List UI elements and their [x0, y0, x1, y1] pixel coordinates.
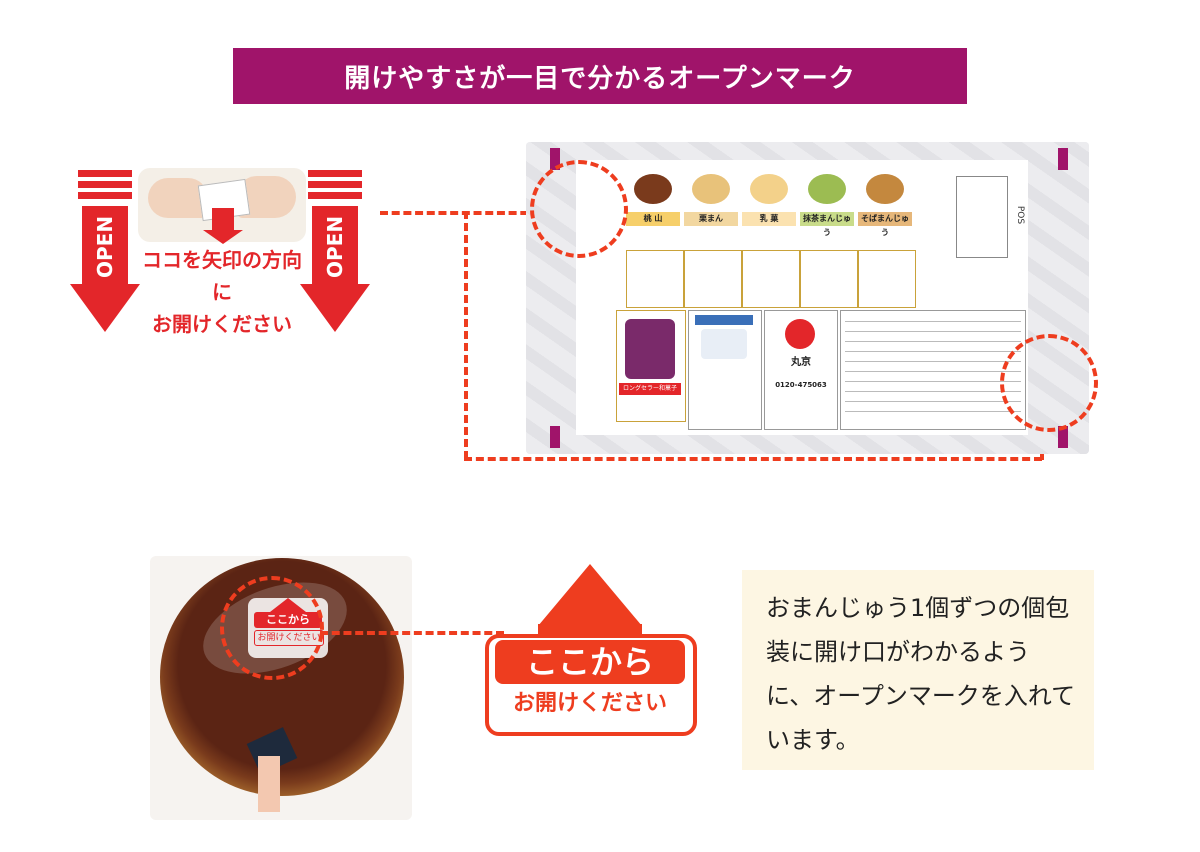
connector-line — [380, 211, 540, 215]
ingredients-panel — [840, 310, 1026, 430]
open-mark-highlight — [1000, 334, 1098, 432]
brand-name: 丸京 — [791, 357, 811, 368]
banner-title: 開けやすさが一目で分かるオープンマーク — [344, 63, 856, 94]
brand-phone: 0120-475063 — [775, 381, 827, 389]
open-arrow-left: OPEN — [70, 170, 140, 332]
hands-opening-illustration — [138, 168, 306, 244]
open-mark-highlight — [220, 576, 324, 680]
package-note-panel — [688, 310, 762, 430]
open-arrow-label: OPEN — [93, 215, 117, 279]
nutrition-table — [742, 250, 800, 308]
bun-icon — [692, 174, 730, 204]
variety-label: 乳 菓 — [742, 212, 796, 226]
bun-icon — [634, 174, 672, 204]
brand-panel: 丸京 0120-475063 — [764, 310, 838, 430]
description-box: おまんじゅう1個ずつの個包装に開け口がわかるように、オープンマークを入れています… — [742, 570, 1094, 770]
sticker-title: ここから — [495, 640, 685, 684]
pos-label: POS — [1015, 205, 1026, 225]
open-instruction-text: ココを矢印の方向に お開けください — [134, 244, 310, 336]
product-emblem-panel: ロングセラー和菓子 — [616, 310, 686, 422]
open-mark-sticker-enlarged: ここから お開けください — [485, 564, 697, 736]
connector-line — [464, 211, 468, 459]
nutrition-table — [684, 250, 742, 308]
open-arrow-label: OPEN — [323, 215, 347, 279]
package-back-image: 桃 山 栗まん 乳 菓 抹茶まんじゅう そばまんじゅう POS ロングセラー和菓… — [526, 142, 1089, 454]
nutrition-table — [626, 250, 684, 308]
connector-line — [464, 457, 1042, 461]
connector-line — [320, 631, 504, 635]
instruction-line1: ココを矢印の方向に — [142, 248, 302, 304]
bun-icon — [808, 174, 846, 204]
variety-label: 栗まん — [684, 212, 738, 226]
open-arrow-right: OPEN — [300, 170, 370, 332]
tear-tape — [258, 756, 280, 812]
variety-label: 抹茶まんじゅう — [800, 212, 854, 237]
down-arrow-icon — [203, 230, 243, 244]
up-arrow-icon — [538, 564, 642, 626]
variety-label: 桃 山 — [626, 212, 680, 226]
pos-barcode-box — [956, 176, 1008, 258]
sticker-subtitle: お開けください — [512, 691, 667, 716]
variety-label: そばまんじゅう — [858, 212, 912, 237]
nutrition-table — [800, 250, 858, 308]
ribbon-label: ロングセラー和菓子 — [619, 383, 681, 395]
bun-icon — [866, 174, 904, 204]
instruction-line2: お開けください — [152, 312, 292, 336]
nutrition-table — [858, 250, 916, 308]
description-text: おまんじゅう1個ずつの個包装に開け口がわかるように、オープンマークを入れています… — [766, 594, 1076, 754]
bun-icon — [750, 174, 788, 204]
open-mark-highlight — [530, 160, 628, 258]
title-banner: 開けやすさが一目で分かるオープンマーク — [233, 48, 967, 104]
brand-logo-icon — [785, 319, 815, 349]
